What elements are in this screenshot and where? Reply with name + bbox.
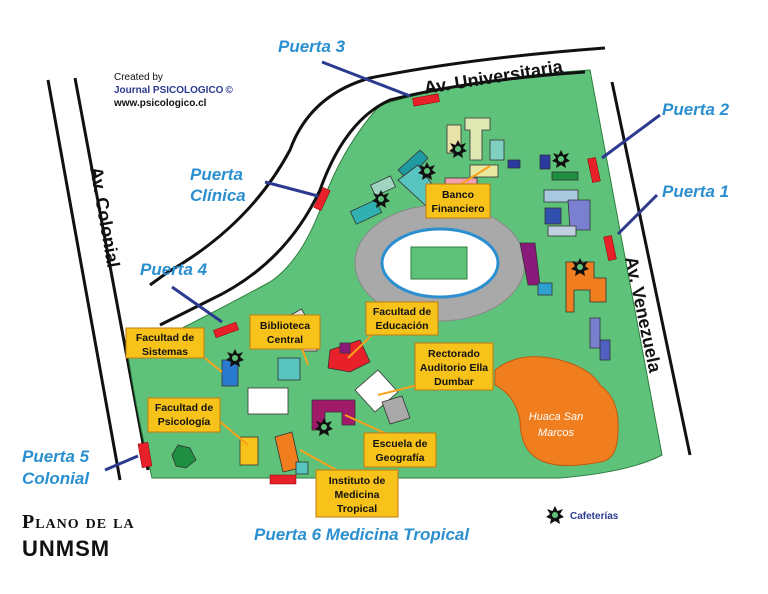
gate-5-marker[interactable] <box>137 442 153 468</box>
instituto-medicina-box[interactable] <box>315 469 399 518</box>
gates <box>137 93 617 485</box>
gate-3-marker[interactable] <box>412 93 440 107</box>
building <box>543 189 579 203</box>
gate-4-label: Puerta 4 <box>140 260 208 279</box>
geografia-label-1: Escuela de <box>373 438 428 450</box>
building <box>277 357 301 381</box>
cafeteria-icon <box>546 506 564 524</box>
building <box>239 436 259 466</box>
building <box>539 154 551 170</box>
huaca-shape <box>494 356 619 466</box>
title-line-1: Plano de la <box>22 511 135 533</box>
biblioteca-label-1: Biblioteca <box>260 320 310 332</box>
educacion-label-1: Facultad de <box>373 306 432 318</box>
banco-financiero-box[interactable] <box>425 183 491 219</box>
building <box>567 199 591 231</box>
road-universitaria-north-edge <box>149 46 606 287</box>
medicina-label-2: Medicina <box>335 489 380 501</box>
facultad-psicologia-box[interactable] <box>147 397 221 433</box>
psicologia-label-2: Psicología <box>158 416 211 428</box>
gate-1-marker[interactable] <box>603 235 617 261</box>
rectorado-label-2: Auditorio Ella <box>420 362 488 374</box>
credit-journal: Journal PSICOLOGICO© <box>114 85 233 96</box>
building <box>247 387 289 415</box>
road-universitaria-south-edge <box>159 70 586 327</box>
gate-4-marker[interactable] <box>213 321 239 339</box>
gate-clinica-label-2: Clínica <box>190 186 246 205</box>
gate-2-label: Puerta 2 <box>662 100 730 119</box>
building <box>537 282 553 296</box>
gate-6-label: Puerta 6 Medicina Tropical <box>254 525 470 544</box>
rectorado-box[interactable] <box>414 342 494 391</box>
building <box>507 159 521 169</box>
huaca-san-marcos: Huaca San Marcos <box>494 356 619 466</box>
gate-2-marker[interactable] <box>587 157 601 183</box>
gate-labels: Puerta 3 Puerta 2 Puerta 1 Puerta Clínic… <box>22 37 730 544</box>
facultad-sistemas-box[interactable] <box>125 327 205 359</box>
medicina-label-3: Tropical <box>337 503 377 515</box>
building <box>354 369 399 413</box>
building <box>464 117 491 161</box>
roads <box>46 46 692 481</box>
gate-5-label-2: Colonial <box>22 469 90 488</box>
huaca-label-2: Marcos <box>538 427 575 439</box>
road-label-colonial: Av. Colonial <box>86 165 123 269</box>
building <box>544 207 562 225</box>
escuela-geografia-box[interactable] <box>363 432 437 468</box>
rectorado-label-1: Rectorado <box>428 348 480 360</box>
title-line-2: UNMSM <box>22 536 110 561</box>
credits: Created by Journal PSICOLOGICO© www.psic… <box>113 72 233 109</box>
gate-1-label: Puerta 1 <box>662 182 729 201</box>
sistemas-label-2: Sistemas <box>142 346 188 358</box>
building <box>547 225 577 237</box>
road-colonial-west-edge <box>46 79 122 481</box>
building-label-leaders <box>204 165 491 473</box>
building <box>489 139 505 161</box>
building <box>551 171 579 181</box>
building <box>599 339 611 361</box>
gate-pointers <box>104 60 661 472</box>
credit-created-by: Created by <box>114 72 163 83</box>
label-texts: Banco Financiero Facultad de Educación B… <box>136 189 488 515</box>
banco-label-2: Financiero <box>431 203 484 215</box>
geografia-label-2: Geografía <box>375 452 424 464</box>
building <box>381 395 411 425</box>
label-boxes <box>125 183 494 518</box>
road-venezuela-east-edge <box>610 81 692 456</box>
gate-5-label-1: Puerta 5 <box>22 447 90 466</box>
gate-clinica-marker[interactable] <box>313 187 331 211</box>
stadium-field <box>410 246 468 280</box>
building <box>339 342 351 354</box>
building <box>369 175 397 197</box>
banco-label-1: Banco <box>442 189 474 201</box>
biblioteca-central-box[interactable] <box>249 314 321 350</box>
building <box>295 461 309 475</box>
gate-3-label: Puerta 3 <box>278 37 346 56</box>
credit-url: www.psicologico.cl <box>113 98 207 109</box>
gate-6-marker[interactable] <box>269 474 297 485</box>
legend-cafeterias-label: Cafeterías <box>570 511 619 522</box>
building <box>171 444 197 469</box>
huaca-label-1: Huaca San <box>529 411 583 423</box>
map-title: Plano de la UNMSM <box>22 511 135 561</box>
medicina-label-1: Instituto de <box>329 475 386 487</box>
sistemas-label-1: Facultad de <box>136 332 195 344</box>
rectorado-label-3: Dumbar <box>434 376 474 388</box>
stadium <box>354 204 526 322</box>
educacion-label-2: Educación <box>375 320 428 332</box>
biblioteca-label-2: Central <box>267 334 303 346</box>
psicologia-label-1: Facultad de <box>155 402 214 414</box>
road-colonial-east-edge <box>73 77 150 471</box>
legend: Cafeterías <box>546 506 619 524</box>
building <box>589 317 601 349</box>
gate-clinica-label-1: Puerta <box>190 165 243 184</box>
facultad-educacion-box[interactable] <box>365 301 439 336</box>
